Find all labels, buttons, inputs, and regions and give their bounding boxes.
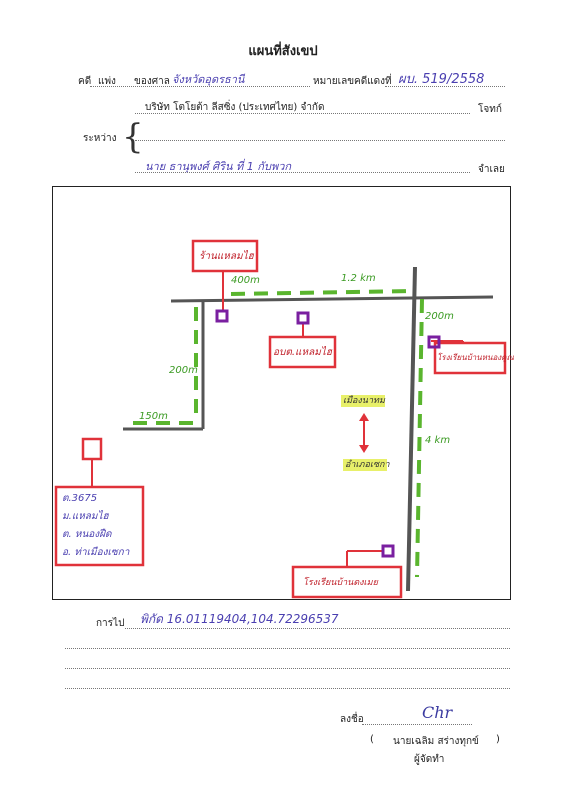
top-box [191, 239, 259, 273]
directions-line-2 [65, 648, 510, 649]
bottom-box-label: โรงเรียนบ้านดงเมย [303, 578, 378, 588]
house-marker [81, 437, 103, 461]
highway-vertical [406, 266, 417, 592]
name-open-paren: ( [370, 734, 374, 745]
sign-label: ลงชื่อ [340, 714, 364, 725]
plaintiff-name: บริษัท โตโยต้า ลีสซิ่ง (ประเทศไทย) จำกัด [145, 102, 325, 113]
preparer-name: นายเฉลิม สร่างทุกข์ [393, 736, 479, 747]
mid-box-label: อบต.แหลมไฮ [273, 347, 332, 358]
dist-200m-right: 200m [425, 311, 454, 322]
court-name: จังหวัดอุดรธานี [172, 73, 245, 86]
black-no-value: ผบ. 519/2558 [398, 72, 485, 87]
top-marker [215, 309, 229, 323]
name-close-paren: ) [496, 734, 500, 745]
black-no-label: หมายเลขคดีแดงที่ [313, 76, 392, 87]
south-highlight [343, 459, 387, 471]
north-highlight [341, 395, 385, 407]
house-line-2: ม.แหลมไฮ [62, 511, 109, 522]
defendant-dotted-line [135, 172, 470, 173]
house-line-3: ต. หนองฝืด [62, 529, 112, 540]
house-line-1: ต.3675 [62, 493, 98, 504]
page-title: แผนที่สังเขป [248, 44, 318, 59]
brace: { [122, 117, 144, 157]
plaintiff-dotted-line [135, 113, 470, 114]
mid-marker [296, 311, 310, 325]
defendant-role: จำเลย [478, 164, 505, 175]
case-type: แพ่ง [98, 76, 116, 87]
preparer-role: ผู้จัดทำ [414, 754, 445, 765]
between-label: ระหว่าง [83, 133, 117, 144]
black-no-dotted-line [385, 86, 505, 87]
right-box [433, 341, 507, 375]
dist-400m: 400m [231, 275, 260, 286]
court-label: ของศาล [134, 76, 170, 87]
directions-line-4 [65, 688, 510, 689]
sign-dotted-line [362, 724, 472, 725]
header-dotted-line [90, 86, 310, 87]
route-vertical-right [415, 298, 424, 578]
dist-200m-left: 200m [169, 365, 198, 376]
map-drawing [54, 239, 507, 599]
directions-label: การไป [96, 618, 125, 629]
case-label: คดี [78, 76, 92, 87]
directions-line-3 [65, 668, 510, 669]
north-label: เมืองนาทม [343, 396, 385, 406]
dist-150m: 150m [139, 411, 168, 422]
dist-12km: 1.2 km [341, 273, 376, 284]
defendant-name: นาย ธานุพงศ์ ศิริน ที่ 1 กับพวก [145, 160, 292, 173]
directions-value: พิกัด 16.01119404,104.72296537 [140, 612, 339, 626]
bottom-marker [381, 544, 395, 558]
main-road-horizontal [170, 295, 494, 303]
map-frame: ร้านแหลมไฮ อบต.แหลมไฮ โรงเรียนบ้านหนองคู… [52, 186, 514, 600]
right-marker [427, 335, 441, 349]
signature: Chr [422, 703, 453, 722]
plaintiff-role: โจทก์ [478, 104, 502, 115]
directions-line-1 [125, 628, 510, 629]
south-label: อำเภอเซกา [345, 460, 390, 470]
right-box-label: โรงเรียนบ้านหนองคูณ [437, 353, 514, 362]
house-box [54, 485, 145, 567]
route-horizontal [230, 289, 416, 296]
top-box-label: ร้านแหลมไฮ [199, 251, 254, 262]
middle-dotted-line [135, 140, 505, 141]
house-line-4: อ. ท่าเมืองเซกา [62, 547, 130, 558]
dist-4km: 4 km [425, 435, 451, 446]
